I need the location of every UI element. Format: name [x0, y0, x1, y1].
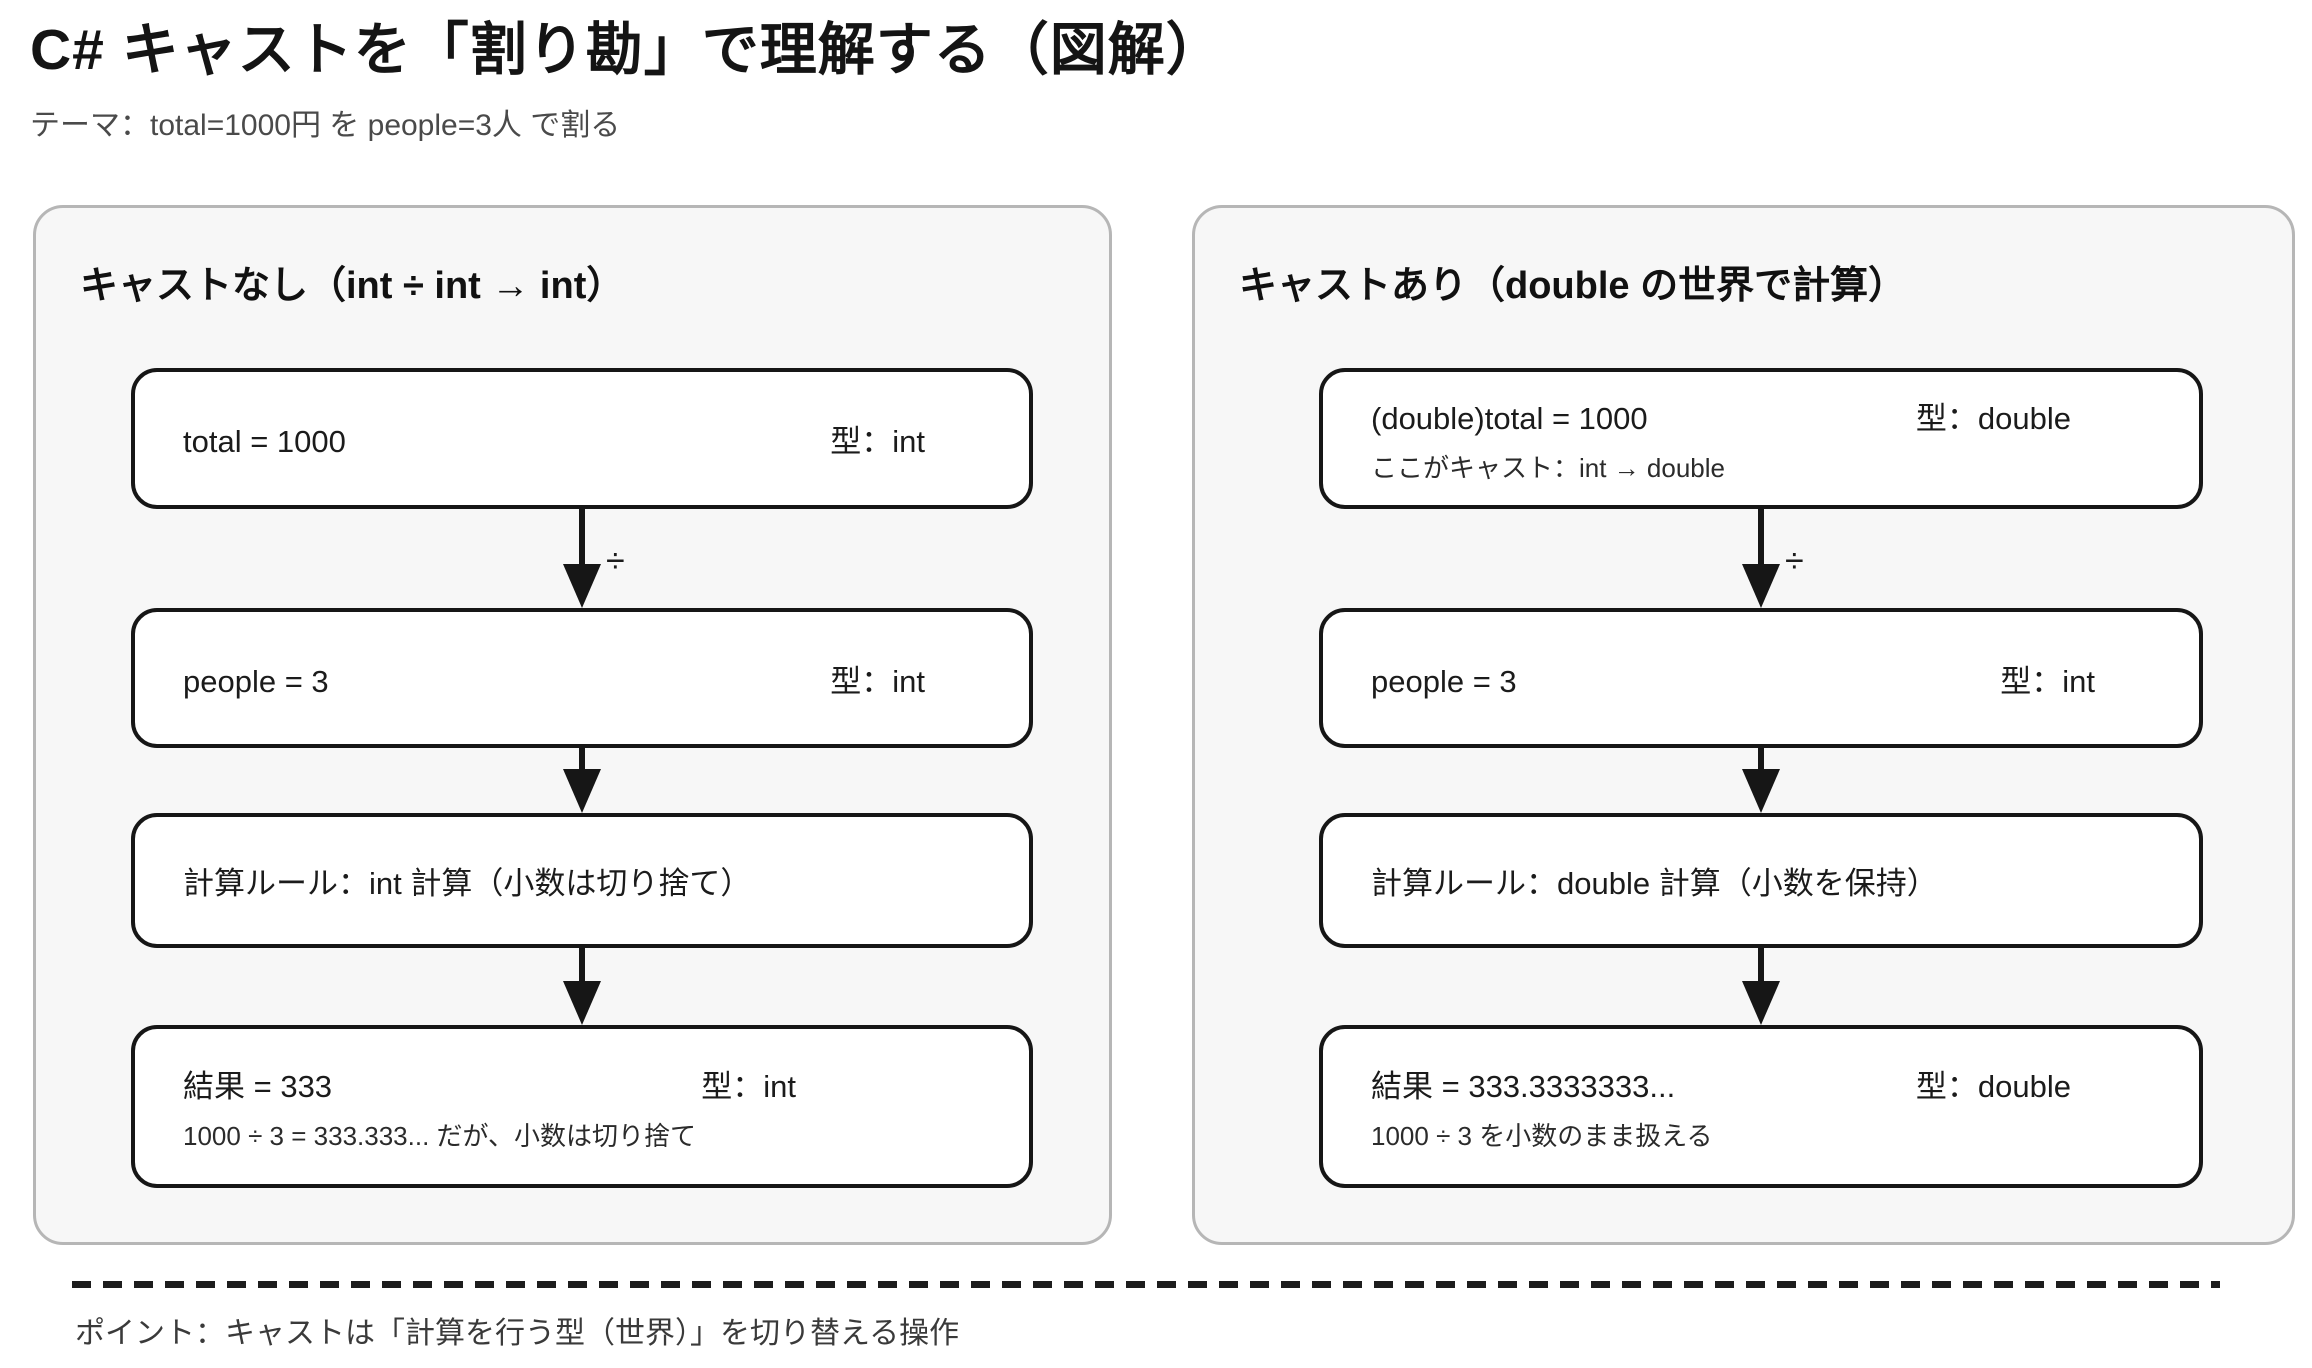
dashed-divider-line — [72, 1281, 2220, 1288]
arrow-head — [1742, 981, 1780, 1025]
node-rule: 計算ルール：int 計算（小数は切り捨て） — [131, 813, 1033, 948]
node-result-type: 型：int — [701, 1068, 796, 1104]
panel-no-cast: キャストなし（int ÷ int → int） total = 1000 型：i… — [33, 205, 1112, 1245]
arrow-shaft — [1758, 748, 1764, 771]
arrow-head — [563, 564, 601, 608]
node-total: total = 1000 型：int — [131, 368, 1033, 509]
arrow-head — [563, 769, 601, 813]
node-rule-label: 計算ルール：int 計算（小数は切り捨て） — [183, 866, 752, 901]
flow-no-cast: total = 1000 型：int ÷ people = 3 型：int 計算… — [131, 368, 1033, 1188]
node-people-type: 型：int — [830, 663, 925, 699]
divide-operator-label: ÷ — [606, 541, 625, 580]
arrow-down-icon — [1319, 948, 2203, 1025]
arrow-down-icon: ÷ — [1319, 509, 2203, 608]
node-result: 結果 = 333 型：int 1000 ÷ 3 = 333.333... だが、… — [131, 1025, 1033, 1188]
node-result-note: 1000 ÷ 3 を小数のまま扱える — [1371, 1120, 1713, 1151]
panel-no-cast-title: キャストなし（int ÷ int → int） — [80, 265, 625, 307]
arrow-head — [1742, 564, 1780, 608]
node-people: people = 3 型：int — [1319, 608, 2203, 748]
node-rule-label: 計算ルール：double 計算（小数を保持） — [1371, 866, 1938, 901]
arrow-shaft — [579, 948, 585, 983]
arrow-shaft — [1758, 509, 1764, 566]
arrow-down-icon — [131, 748, 1033, 813]
node-cast-total-type: 型：double — [1915, 400, 2071, 436]
node-cast-total-label: (double)total = 1000 — [1371, 400, 1648, 436]
node-total-type: 型：int — [830, 424, 925, 459]
node-cast-total-note: ここがキャスト：int → double — [1371, 452, 1725, 483]
arrow-down-icon: ÷ — [131, 509, 1033, 608]
node-people-label: people = 3 — [183, 663, 329, 699]
arrow-head — [1742, 769, 1780, 813]
arrow-down-icon — [1319, 748, 2203, 813]
node-result-label: 結果 = 333 — [183, 1068, 333, 1104]
panel-with-cast-title: キャストあり（double の世界で計算） — [1239, 265, 1907, 307]
node-result-note: 1000 ÷ 3 = 333.333... だが、小数は切り捨て — [183, 1120, 697, 1151]
node-people: people = 3 型：int — [131, 608, 1033, 748]
node-rule: 計算ルール：double 計算（小数を保持） — [1319, 813, 2203, 948]
arrow-shaft — [579, 509, 585, 566]
node-result: 結果 = 333.3333333... 型：double 1000 ÷ 3 を小… — [1319, 1025, 2203, 1188]
page-title: C# キャストを「割り勘」で理解する（図解） — [30, 18, 1224, 82]
node-total-label: total = 1000 — [183, 424, 346, 459]
node-people-label: people = 3 — [1371, 663, 1517, 699]
node-cast-total: (double)total = 1000 型：double ここがキャスト：in… — [1319, 368, 2203, 509]
arrow-shaft — [1758, 948, 1764, 983]
arrow-shaft — [579, 748, 585, 771]
node-result-type: 型：double — [1915, 1068, 2071, 1104]
flow-with-cast: (double)total = 1000 型：double ここがキャスト：in… — [1319, 368, 2203, 1188]
page-subtitle: テーマ：total=1000円 を people=3人 で割る — [30, 109, 621, 142]
arrow-down-icon — [131, 948, 1033, 1025]
panel-with-cast: キャストあり（double の世界で計算） (double)total = 10… — [1192, 205, 2295, 1245]
node-result-label: 結果 = 333.3333333... — [1371, 1068, 1676, 1104]
arrow-head — [563, 981, 601, 1025]
point-note: ポイント：キャストは「計算を行う型（世界）」を切り替える操作 — [75, 1317, 960, 1350]
divide-operator-label: ÷ — [1785, 541, 1804, 580]
node-people-type: 型：int — [2000, 663, 2095, 699]
